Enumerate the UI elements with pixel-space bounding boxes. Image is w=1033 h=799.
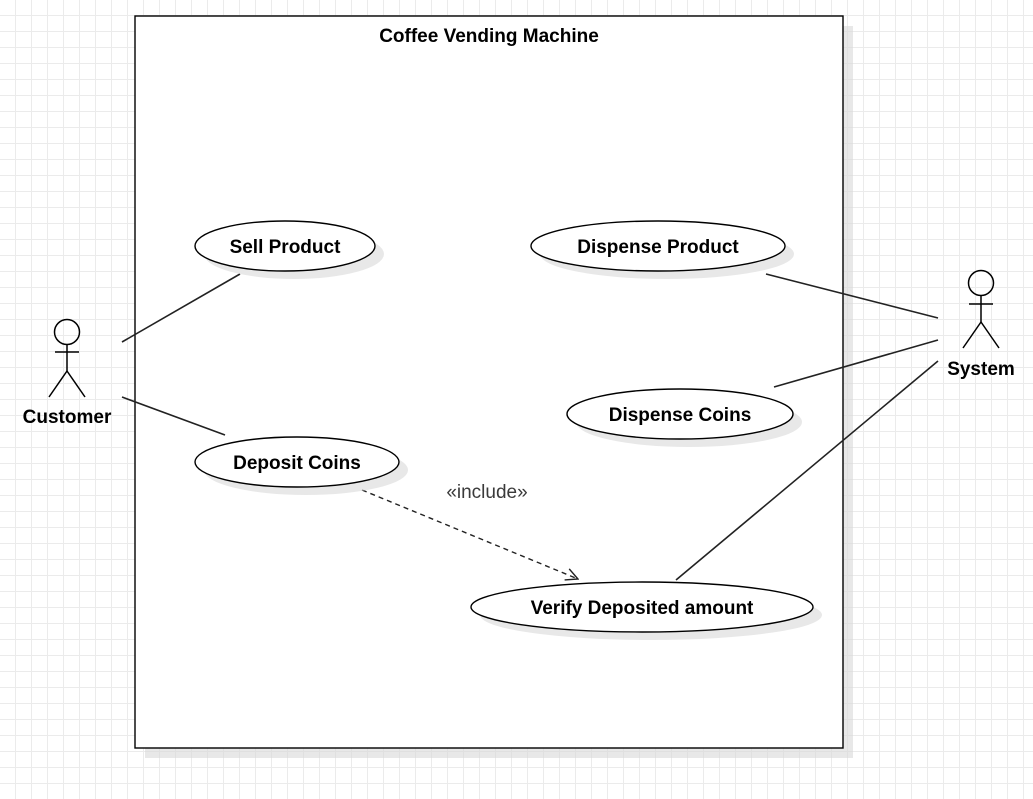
- use-case-verify-deposited-amount[interactable]: Verify Deposited amount: [470, 581, 822, 640]
- association-customer-sell-product[interactable]: [121, 273, 241, 343]
- association-system-dispense-product[interactable]: [765, 273, 939, 319]
- association-system-dispense-coins[interactable]: [773, 339, 939, 388]
- system-boundary[interactable]: Coffee Vending Machine: [134, 15, 853, 758]
- association-customer-deposit-coins[interactable]: [121, 396, 226, 436]
- actor-label: System: [947, 359, 1015, 380]
- actor-customer[interactable]: Customer: [23, 318, 112, 429]
- use-case-label: Sell Product: [230, 237, 342, 258]
- stick-figure-icon: [48, 318, 86, 398]
- use-case-label: Verify Deposited amount: [531, 598, 754, 619]
- include-arrow[interactable]: [361, 489, 578, 579]
- include-dependency[interactable]: «include»: [361, 482, 578, 579]
- use-case-dispense-coins[interactable]: Dispense Coins: [566, 388, 802, 447]
- associations: [121, 273, 939, 581]
- use-case-label: Deposit Coins: [233, 453, 361, 474]
- actor-label: Customer: [23, 407, 112, 428]
- stick-figure-icon: [962, 269, 1000, 349]
- use-case-label: Dispense Product: [577, 237, 739, 258]
- actor-system[interactable]: System: [947, 269, 1015, 381]
- use-case-deposit-coins[interactable]: Deposit Coins: [194, 436, 408, 495]
- association-system-verify-deposited-amount[interactable]: [675, 360, 939, 581]
- system-boundary-title: Coffee Vending Machine: [379, 26, 599, 47]
- use-case-dispense-product[interactable]: Dispense Product: [530, 220, 794, 279]
- use-case-label: Dispense Coins: [609, 405, 752, 426]
- include-stereotype-label: «include»: [446, 482, 527, 503]
- use-case-sell-product[interactable]: Sell Product: [194, 220, 384, 279]
